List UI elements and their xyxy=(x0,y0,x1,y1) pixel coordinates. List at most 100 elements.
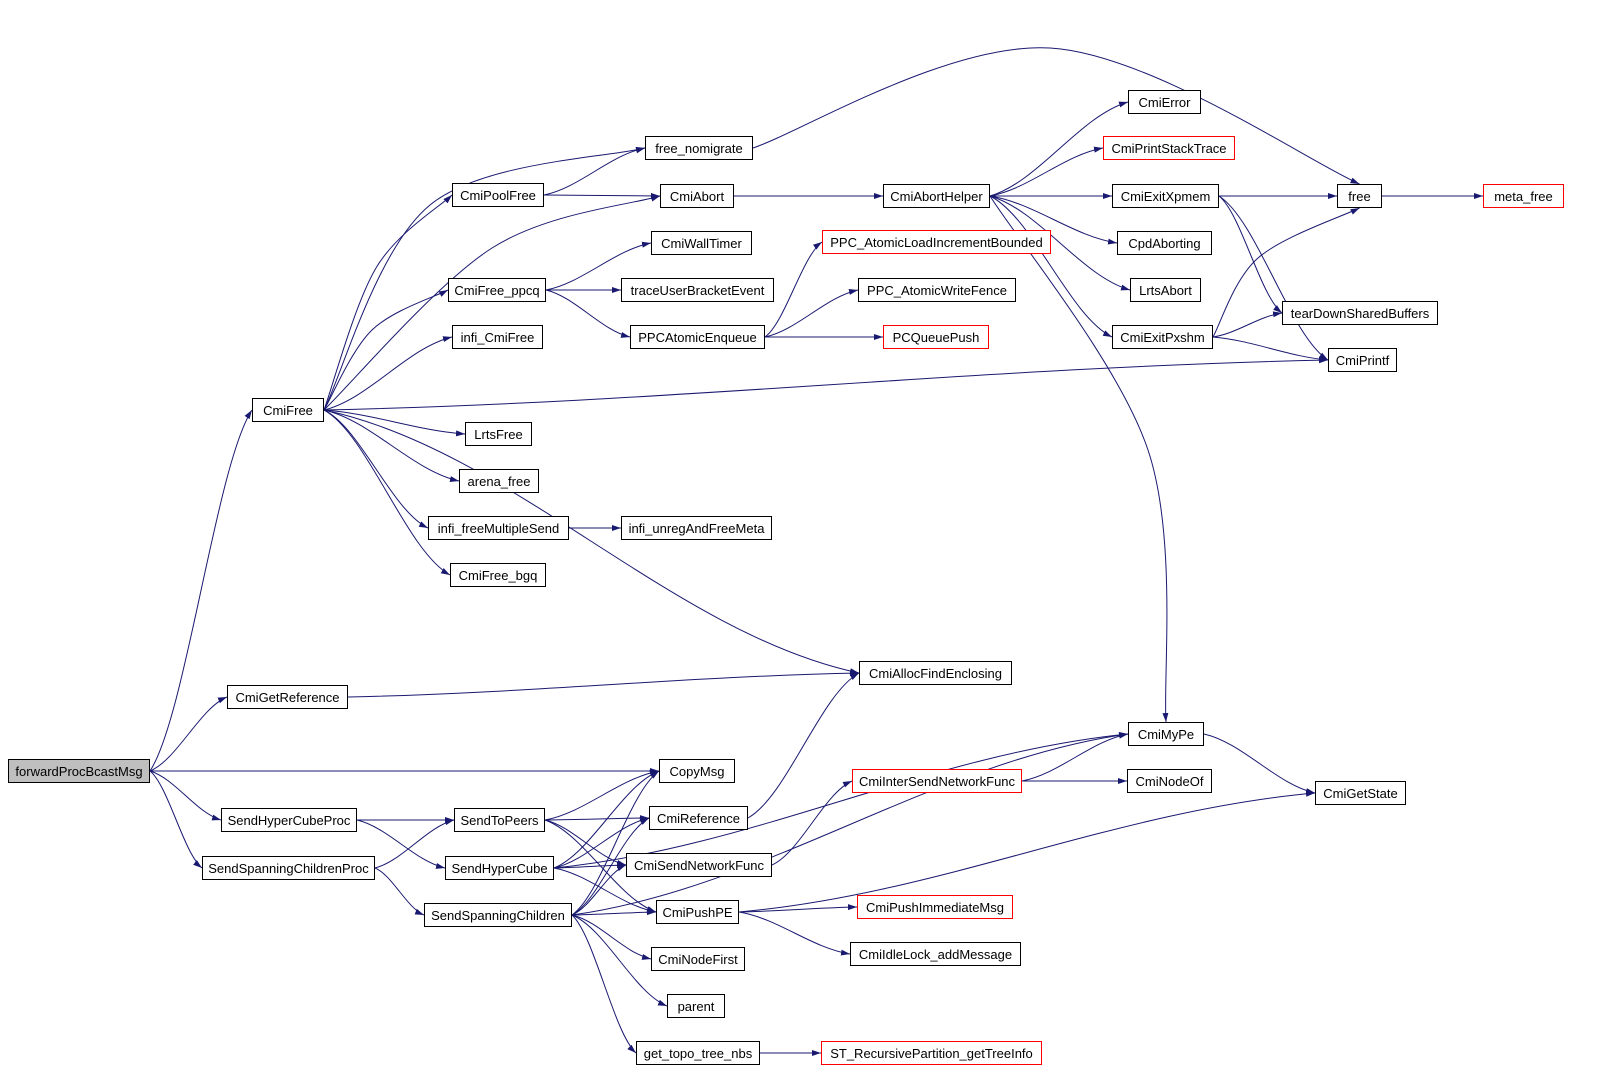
edge-CmiFree-to-arena_free xyxy=(323,409,460,482)
node-meta_free[interactable]: meta_free xyxy=(1483,184,1564,208)
node-CmiFree_ppcq[interactable]: CmiFree_ppcq xyxy=(448,278,546,302)
node-infi_unregAndFreeMeta[interactable]: infi_unregAndFreeMeta xyxy=(621,516,772,540)
edge-forwardProcBcastMsg-to-SendHyperCubeProc xyxy=(149,770,222,821)
node-CmiNodeOf[interactable]: CmiNodeOf xyxy=(1127,769,1212,793)
node-arena_free[interactable]: arena_free xyxy=(459,469,539,493)
node-LrtsFree[interactable]: LrtsFree xyxy=(465,422,532,446)
node-CmiIdleLock_addMessage[interactable]: CmiIdleLock_addMessage xyxy=(850,942,1021,966)
node-label: CmiWallTimer xyxy=(661,235,742,251)
node-label: PPC_AtomicLoadIncrementBounded xyxy=(830,234,1043,250)
edge-SendSpanningChildren-to-CmiSendNetworkFunc xyxy=(571,864,627,916)
node-label: CopyMsg xyxy=(669,763,725,779)
node-SendSpanningChildrenProc[interactable]: SendSpanningChildrenProc xyxy=(202,856,375,880)
node-label: CmiPushPE xyxy=(662,904,733,920)
node-SendToPeers[interactable]: SendToPeers xyxy=(454,808,545,832)
node-label: SendSpanningChildren xyxy=(431,907,565,923)
node-PCQueuePush[interactable]: PCQueuePush xyxy=(883,325,989,349)
node-label: CmiReference xyxy=(656,810,741,826)
edge-CmiAbortHelper-to-CmiError xyxy=(989,101,1129,197)
node-label: LrtsAbort xyxy=(1139,282,1192,298)
node-CmiNodeFirst[interactable]: CmiNodeFirst xyxy=(651,947,745,971)
node-label: PPC_AtomicWriteFence xyxy=(867,282,1007,298)
edge-SendSpanningChildren-to-CopyMsg xyxy=(571,770,660,916)
node-label: CmiGetReference xyxy=(235,689,340,705)
node-free_nomigrate[interactable]: free_nomigrate xyxy=(645,136,753,160)
node-tearDownSharedBuffers[interactable]: tearDownSharedBuffers xyxy=(1282,301,1438,325)
edge-CmiExitPxshm-to-free xyxy=(1212,207,1360,338)
node-label: arena_free xyxy=(467,473,531,489)
node-label: SendHyperCubeProc xyxy=(227,812,351,828)
node-label: tearDownSharedBuffers xyxy=(1290,305,1430,321)
edge-SendHyperCube-to-CmiPushPE xyxy=(553,867,657,914)
node-infi_CmiFree[interactable]: infi_CmiFree xyxy=(452,325,543,349)
edge-SendHyperCubeProc-to-SendHyperCube xyxy=(356,819,446,869)
node-infi_freeMultipleSend[interactable]: infi_freeMultipleSend xyxy=(428,516,569,540)
edge-CmiMyPe-to-CmiGetState xyxy=(1203,733,1316,794)
node-SendHyperCube[interactable]: SendHyperCube xyxy=(445,856,554,880)
node-label: traceUserBracketEvent xyxy=(630,282,765,298)
node-SendHyperCubeProc[interactable]: SendHyperCubeProc xyxy=(221,808,357,832)
node-label: meta_free xyxy=(1494,188,1553,204)
edge-SendSpanningChildren-to-CmiMyPe xyxy=(571,732,1129,916)
node-label: CmiMyPe xyxy=(1137,726,1195,742)
node-CmiSendNetworkFunc[interactable]: CmiSendNetworkFunc xyxy=(626,853,772,877)
node-traceUserBracketEvent[interactable]: traceUserBracketEvent xyxy=(621,278,774,302)
node-CmiFree_bgq[interactable]: CmiFree_bgq xyxy=(450,563,546,587)
node-CmiPushImmediateMsg[interactable]: CmiPushImmediateMsg xyxy=(857,895,1013,919)
edge-SendSpanningChildren-to-get_topo_tree_nbs xyxy=(571,914,637,1054)
edge-SendSpanningChildren-to-CmiNodeFirst xyxy=(571,914,652,960)
node-label: CmiPrintf xyxy=(1335,352,1390,368)
node-CmiInterSendNetworkFunc[interactable]: CmiInterSendNetworkFunc xyxy=(852,769,1022,793)
edge-CmiFree-to-CmiFree_bgq xyxy=(323,409,451,576)
edge-CmiExitXpmem-to-tearDownSharedBuffers xyxy=(1218,195,1283,314)
node-CmiAbortHelper[interactable]: CmiAbortHelper xyxy=(883,184,990,208)
node-CopyMsg[interactable]: CopyMsg xyxy=(659,759,735,783)
node-label: parent xyxy=(677,998,715,1014)
edge-CmiFree-to-free_nomigrate xyxy=(323,147,646,411)
node-PPCAtomicEnqueue[interactable]: PPCAtomicEnqueue xyxy=(630,325,765,349)
edge-free_nomigrate-to-free xyxy=(752,47,1360,185)
edge-CmiPoolFree-to-CmiAbort xyxy=(543,192,661,199)
node-label: CmiAbortHelper xyxy=(890,188,983,204)
node-parent[interactable]: parent xyxy=(667,994,725,1018)
node-CmiPushPE[interactable]: CmiPushPE xyxy=(656,900,739,924)
node-ST_RecursivePartition_getTreeInfo[interactable]: ST_RecursivePartition_getTreeInfo xyxy=(821,1041,1042,1065)
node-PPC_AtomicWriteFence[interactable]: PPC_AtomicWriteFence xyxy=(858,278,1016,302)
edge-CmiFree-to-CmiPoolFree xyxy=(323,194,453,411)
node-CmiExitXpmem[interactable]: CmiExitXpmem xyxy=(1112,184,1219,208)
edge-SendSpanningChildrenProc-to-SendToPeers xyxy=(374,819,455,869)
node-PPC_AtomicLoadIncrementBounded[interactable]: PPC_AtomicLoadIncrementBounded xyxy=(822,230,1051,254)
edge-CmiPushPE-to-CmiPushImmediateMsg xyxy=(738,904,858,913)
edge-CmiAbortHelper-to-CpdAborting xyxy=(989,195,1118,245)
node-CmiWallTimer[interactable]: CmiWallTimer xyxy=(651,231,752,255)
node-CmiPrintf[interactable]: CmiPrintf xyxy=(1328,348,1397,372)
node-CmiAllocFindEnclosing[interactable]: CmiAllocFindEnclosing xyxy=(859,661,1012,685)
edge-forwardProcBcastMsg-to-CmiGetReference xyxy=(149,696,228,772)
node-CmiError[interactable]: CmiError xyxy=(1128,90,1201,114)
node-CmiPoolFree[interactable]: CmiPoolFree xyxy=(452,183,544,207)
node-LrtsAbort[interactable]: LrtsAbort xyxy=(1130,278,1201,302)
node-CmiGetReference[interactable]: CmiGetReference xyxy=(227,685,348,709)
node-CmiFree[interactable]: CmiFree xyxy=(252,398,324,422)
node-label: CmiPrintStackTrace xyxy=(1111,140,1227,156)
node-CpdAborting[interactable]: CpdAborting xyxy=(1117,231,1212,255)
edge-CmiExitPxshm-to-tearDownSharedBuffers xyxy=(1212,311,1283,338)
node-SendSpanningChildren[interactable]: SendSpanningChildren xyxy=(424,903,572,927)
node-label: LrtsFree xyxy=(474,426,523,442)
node-CmiAbort[interactable]: CmiAbort xyxy=(660,184,734,208)
node-CmiReference[interactable]: CmiReference xyxy=(649,806,748,830)
node-CmiExitPxshm[interactable]: CmiExitPxshm xyxy=(1112,325,1213,349)
edge-SendToPeers-to-CmiSendNetworkFunc xyxy=(544,819,627,866)
node-CmiMyPe[interactable]: CmiMyPe xyxy=(1128,722,1204,746)
node-get_topo_tree_nbs[interactable]: get_topo_tree_nbs xyxy=(636,1041,760,1065)
node-CmiPrintStackTrace[interactable]: CmiPrintStackTrace xyxy=(1103,136,1235,160)
node-label: CmiGetState xyxy=(1323,785,1398,801)
node-label: SendSpanningChildrenProc xyxy=(208,860,369,876)
node-CmiGetState[interactable]: CmiGetState xyxy=(1315,781,1406,805)
node-label: infi_freeMultipleSend xyxy=(437,520,560,536)
node-label: ST_RecursivePartition_getTreeInfo xyxy=(830,1045,1033,1061)
edge-SendSpanningChildren-to-parent xyxy=(571,914,668,1007)
edge-forwardProcBcastMsg-to-SendSpanningChildrenProc xyxy=(149,770,203,869)
node-free[interactable]: free xyxy=(1337,184,1382,208)
node-forwardProcBcastMsg[interactable]: forwardProcBcastMsg xyxy=(8,759,150,783)
